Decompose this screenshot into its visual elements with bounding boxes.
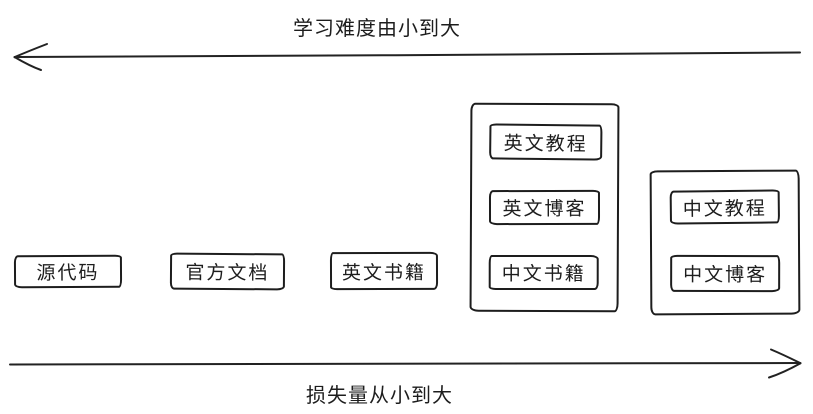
node-label: 中文教程 [682, 198, 767, 220]
left-arrow [13, 43, 801, 71]
bottom-axis-label: 损失量从小到大 [306, 385, 453, 407]
right-arrow [9, 348, 802, 379]
node-label: 英文教程 [503, 133, 588, 155]
node-label: 源代码 [36, 262, 100, 285]
node-label: 官方文档 [185, 262, 270, 285]
node-chinese-tutorial: 中文教程 [669, 189, 781, 225]
node-source-code: 源代码 [13, 254, 123, 289]
node-english-books: 英文书籍 [329, 251, 439, 291]
node-official-docs: 官方文档 [169, 252, 286, 291]
node-label: 英文书籍 [341, 262, 427, 284]
group-chinese-sources: 中文教程 中文博客 [649, 169, 801, 316]
node-english-tutorial: 英文教程 [489, 123, 603, 161]
node-label: 中文博客 [683, 264, 768, 287]
node-chinese-blog: 中文博客 [670, 254, 781, 293]
node-label: 中文书籍 [501, 263, 586, 286]
group-english-sources: 英文教程 英文博客 中文书籍 [469, 102, 620, 313]
top-axis-label: 学习难度由小到大 [293, 18, 461, 40]
node-chinese-books: 中文书籍 [488, 254, 599, 291]
node-label: 英文博客 [502, 198, 587, 221]
node-english-blog: 英文博客 [488, 189, 601, 226]
